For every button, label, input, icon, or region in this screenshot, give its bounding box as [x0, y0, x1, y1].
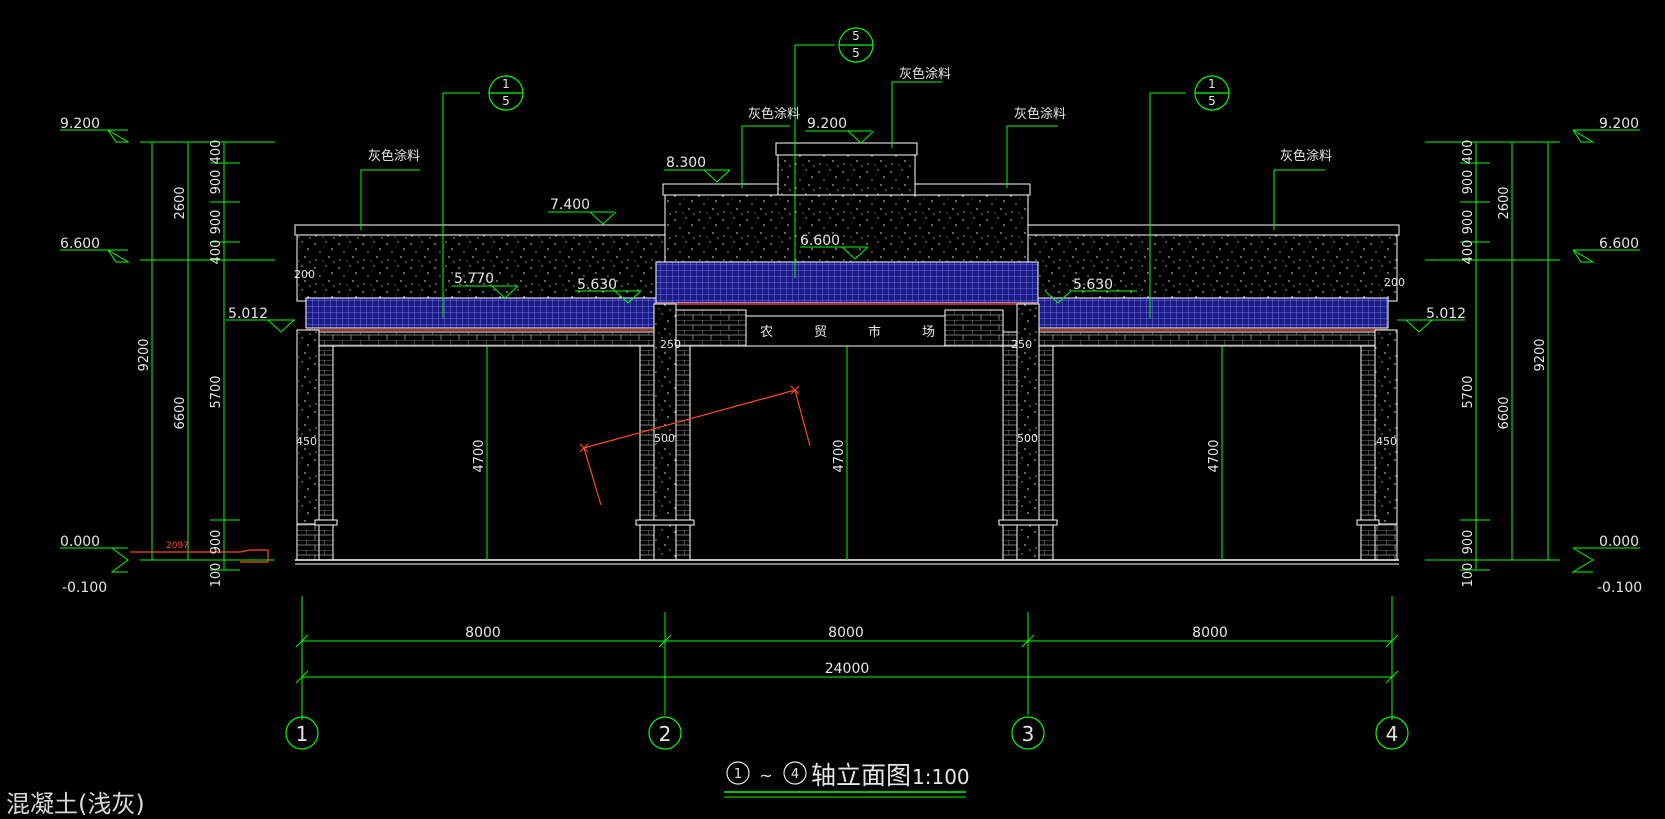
drawing-title: 1 ~ 4 轴立面图 1:100 — [724, 761, 970, 798]
dim-label: 4700 — [1207, 439, 1222, 472]
elev-label: 0.000 — [60, 534, 100, 550]
dim-label: 500 — [1017, 432, 1038, 445]
dim-label: 8000 — [828, 625, 864, 641]
material-note: 灰色涂料 — [368, 148, 420, 164]
dim-label: 250 — [1011, 338, 1032, 351]
sign-text: 农 贸 市 场 — [760, 324, 935, 340]
title-axis-end: 4 — [791, 767, 799, 782]
dim-label: 9200 — [137, 338, 152, 371]
material-legend-text: 混凝土(浅灰) — [6, 790, 145, 818]
building-facade — [294, 142, 1400, 565]
elevation-markers — [107, 129, 1595, 573]
dim-label: 200 — [1384, 276, 1405, 289]
title-axis-start: 1 — [734, 767, 742, 782]
callout-number: 5 — [502, 94, 510, 108]
dim-label: 400 — [1461, 240, 1476, 265]
dim-label: 5700 — [209, 375, 224, 408]
dim-label: 5700 — [1461, 375, 1476, 408]
material-note: 灰色涂料 — [748, 106, 800, 122]
elev-label: 5.630 — [1073, 277, 1113, 293]
title-scale: 1:100 — [912, 765, 970, 789]
dim-label: 2600 — [1497, 186, 1512, 219]
dim-label: 900 — [209, 530, 224, 555]
dim-label: 4700 — [472, 439, 487, 472]
dim-label: 450 — [1376, 435, 1397, 448]
elev-label: 7.400 — [550, 197, 590, 213]
dim-label: 100 — [209, 563, 224, 588]
sign-char: 贸 — [814, 325, 827, 340]
elev-label: 6.600 — [800, 233, 840, 249]
dimension-lines — [60, 44, 1640, 720]
dim-label: 6600 — [1497, 396, 1512, 429]
material-note: 灰色涂料 — [899, 66, 951, 82]
callout-number: 5 — [852, 29, 860, 43]
sign-char: 农 — [760, 325, 773, 340]
axis-number: 4 — [1386, 722, 1399, 746]
red-dim-label: 2097 — [166, 541, 189, 551]
callout-number: 5 — [852, 46, 860, 60]
elev-label: -0.100 — [1597, 580, 1642, 596]
dim-label: 900 — [1461, 210, 1476, 235]
elev-label: 5.770 — [454, 271, 494, 287]
elev-label: 5.012 — [1426, 306, 1466, 322]
callout-number: 1 — [502, 77, 510, 91]
sign-board — [745, 315, 946, 347]
detail-callouts — [488, 27, 1230, 111]
elev-label: 9.200 — [807, 116, 847, 132]
dim-label: 4700 — [832, 439, 847, 472]
axis-number: 2 — [659, 722, 672, 746]
dim-label: 900 — [209, 210, 224, 235]
elev-label: -0.100 — [62, 580, 107, 596]
axis-number: 1 — [296, 722, 309, 746]
elev-label: 9.200 — [60, 116, 100, 132]
elev-label: 0.000 — [1599, 534, 1639, 550]
dim-label: 200 — [294, 268, 315, 281]
dim-label: 400 — [209, 140, 224, 165]
dim-label: 900 — [209, 170, 224, 195]
dim-label: 9200 — [1533, 338, 1548, 371]
red-annotation — [130, 385, 811, 563]
axis-bubbles — [285, 716, 1409, 750]
elev-label: 8.300 — [666, 155, 706, 171]
dim-label: 400 — [1461, 140, 1476, 165]
dim-label: 24000 — [825, 661, 870, 677]
sign-char: 市 — [868, 324, 881, 340]
elev-label: 6.600 — [60, 236, 100, 252]
material-note: 灰色涂料 — [1014, 106, 1066, 122]
dim-label: 250 — [660, 338, 681, 351]
title-tilde: ~ — [759, 766, 772, 785]
dim-label: 450 — [296, 435, 317, 448]
callout-number: 1 — [1208, 77, 1216, 91]
axis-number: 3 — [1022, 722, 1035, 746]
columns — [296, 303, 1398, 561]
dim-label: 100 — [1461, 563, 1476, 588]
elev-label: 6.600 — [1599, 236, 1639, 252]
sign-char: 场 — [922, 325, 935, 340]
elev-label: 5.630 — [577, 277, 617, 293]
material-note: 灰色涂料 — [1280, 148, 1332, 164]
title-text: 轴立面图 — [811, 761, 911, 790]
dim-label: 8000 — [465, 625, 501, 641]
elev-label: 5.012 — [228, 306, 268, 322]
elev-label: 9.200 — [1599, 116, 1639, 132]
dim-label: 500 — [654, 432, 675, 445]
dim-label: 400 — [209, 240, 224, 265]
dim-label: 900 — [1461, 530, 1476, 555]
dim-label: 6600 — [173, 396, 188, 429]
dim-label: 900 — [1461, 170, 1476, 195]
dim-label: 8000 — [1192, 625, 1228, 641]
dim-label: 2600 — [173, 186, 188, 219]
callout-number: 5 — [1208, 94, 1216, 108]
